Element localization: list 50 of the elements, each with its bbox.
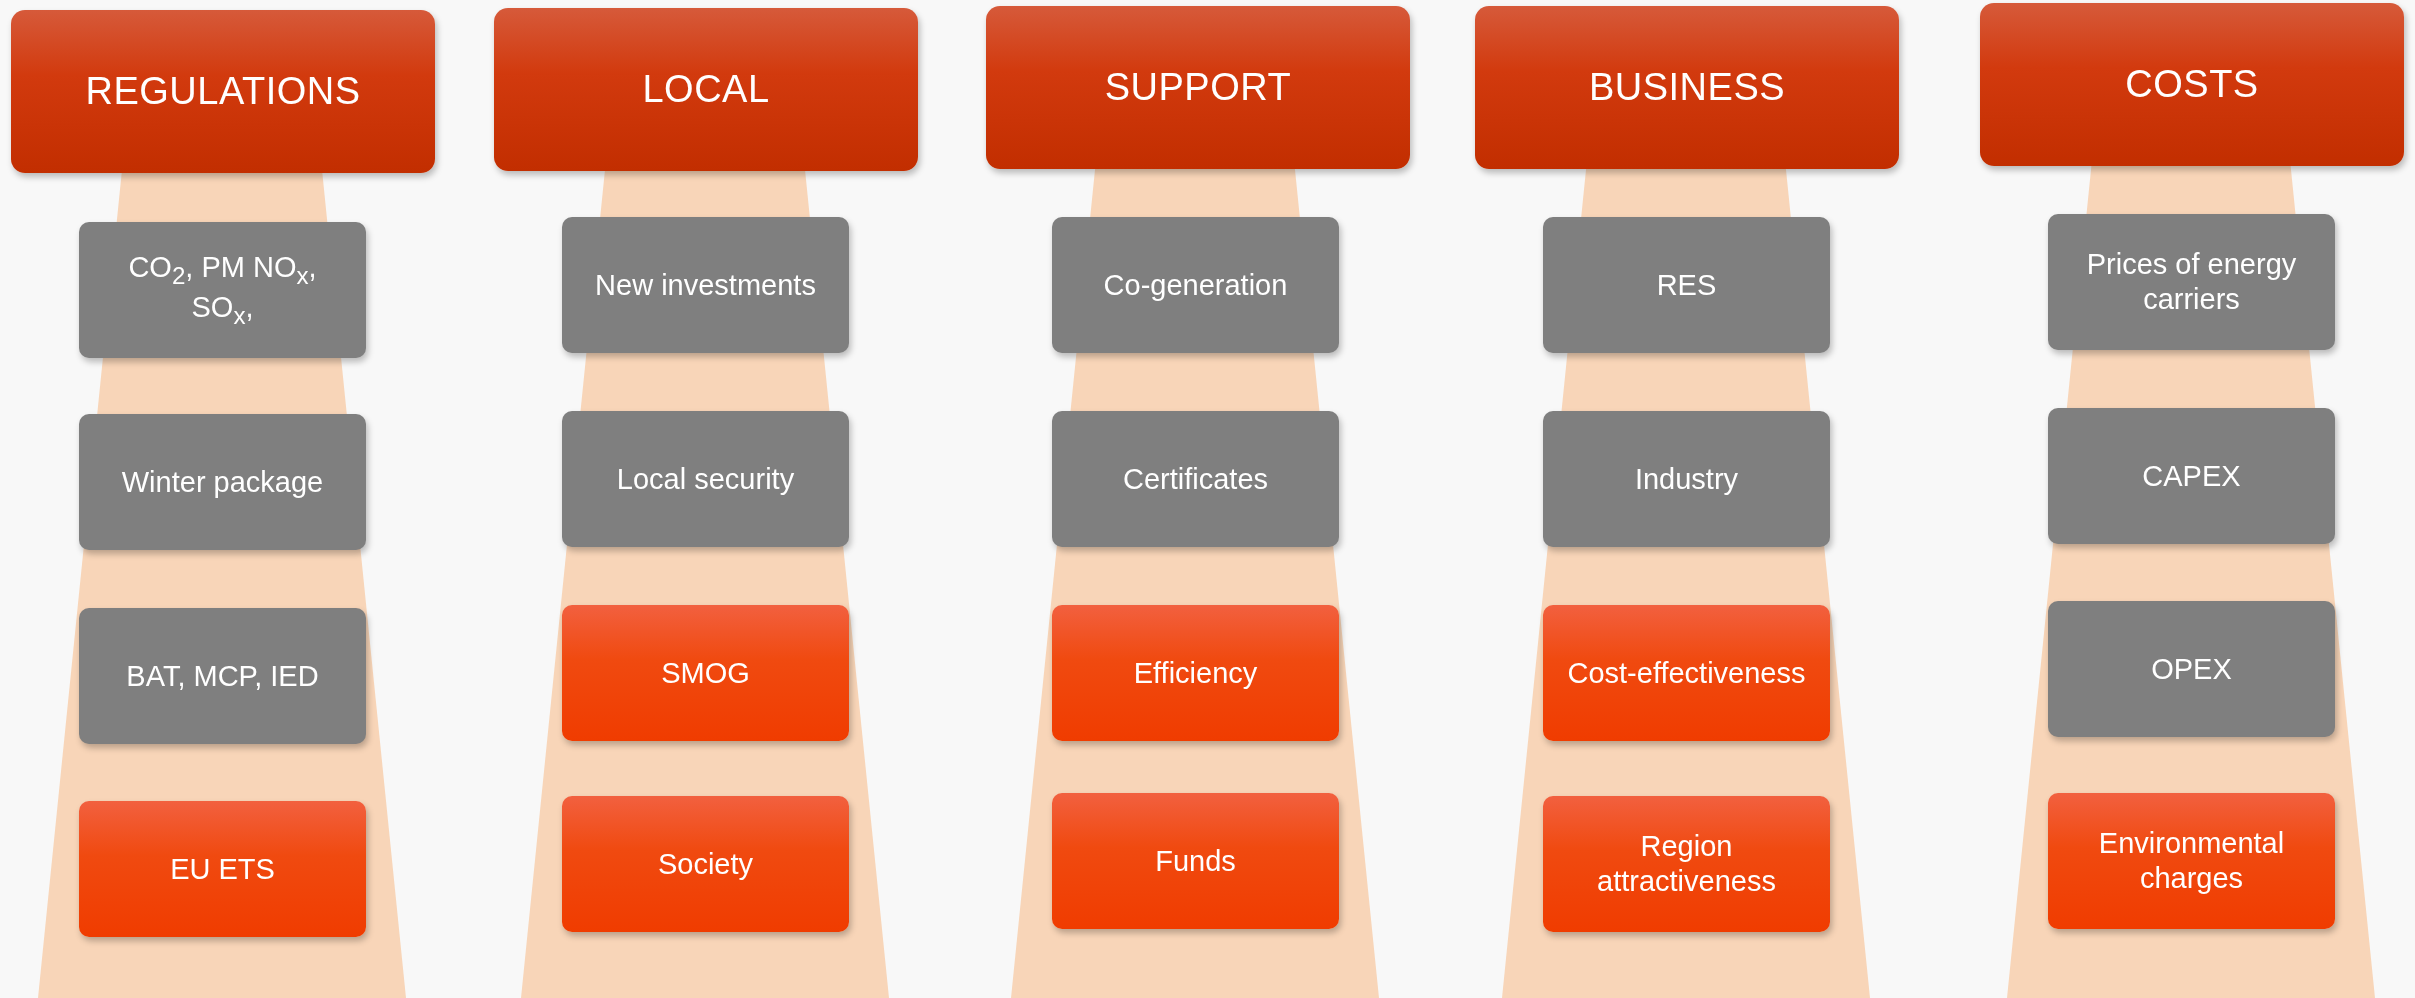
item-label: CO$_{2}$, PM NO$_{x}$, SO$_{x}$,: [127, 250, 318, 330]
item-label: Winter package: [121, 464, 324, 500]
item-label: RES: [1656, 267, 1717, 303]
factor-box: [2048, 214, 2335, 350]
heading-box: [1980, 3, 2404, 166]
factor-box: [79, 801, 366, 937]
factor-box: [1543, 217, 1830, 353]
factor-box: [79, 414, 366, 550]
item-label: SMOG: [661, 655, 750, 691]
item-label: Local security: [616, 461, 795, 497]
factor-box: [1052, 217, 1339, 353]
item-label: Prices of energy carriers: [2085, 247, 2298, 317]
item-label: Certificates: [1122, 461, 1268, 497]
item-label: Funds: [1155, 843, 1236, 879]
factor-box: [2048, 793, 2335, 929]
item-label: EU ETS: [170, 851, 275, 887]
heading-box: [986, 6, 1410, 169]
factor-box: [1052, 605, 1339, 741]
item-label: CAPEX: [2142, 458, 2241, 494]
heading-box: [1475, 6, 1899, 169]
factor-box: [2048, 408, 2335, 544]
column-heading: BUSINESS: [1588, 66, 1786, 109]
factor-box: [1543, 605, 1830, 741]
factor-box: [1543, 796, 1830, 932]
heading-box: [11, 10, 435, 173]
factor-box: [79, 222, 366, 358]
factor-box: [1052, 411, 1339, 547]
item-label: Environmental charges: [2097, 826, 2286, 896]
factor-box: [562, 217, 849, 353]
item-label: Society: [657, 846, 754, 882]
factor-box: [1543, 411, 1830, 547]
item-label: Co-generation: [1103, 267, 1288, 303]
column-heading: SUPPORT: [1104, 66, 1292, 109]
factor-box: [562, 605, 849, 741]
item-label: Cost-effectiveness: [1567, 655, 1806, 691]
factor-box: [1052, 793, 1339, 929]
item-label: Industry: [1634, 461, 1739, 497]
factor-box: [562, 796, 849, 932]
factor-box: [562, 411, 849, 547]
heading-box: [494, 8, 918, 171]
column-heading: REGULATIONS: [85, 70, 361, 113]
column-heading: LOCAL: [642, 68, 770, 111]
item-label: Efficiency: [1133, 655, 1258, 691]
factor-box: [2048, 601, 2335, 737]
column-heading: COSTS: [2125, 63, 2259, 106]
factor-box: [79, 608, 366, 744]
item-label: New investments: [595, 267, 816, 303]
item-label: Region attractiveness: [1596, 829, 1777, 899]
item-label: BAT, MCP, IED: [126, 658, 319, 694]
item-label: OPEX: [2151, 651, 2232, 687]
